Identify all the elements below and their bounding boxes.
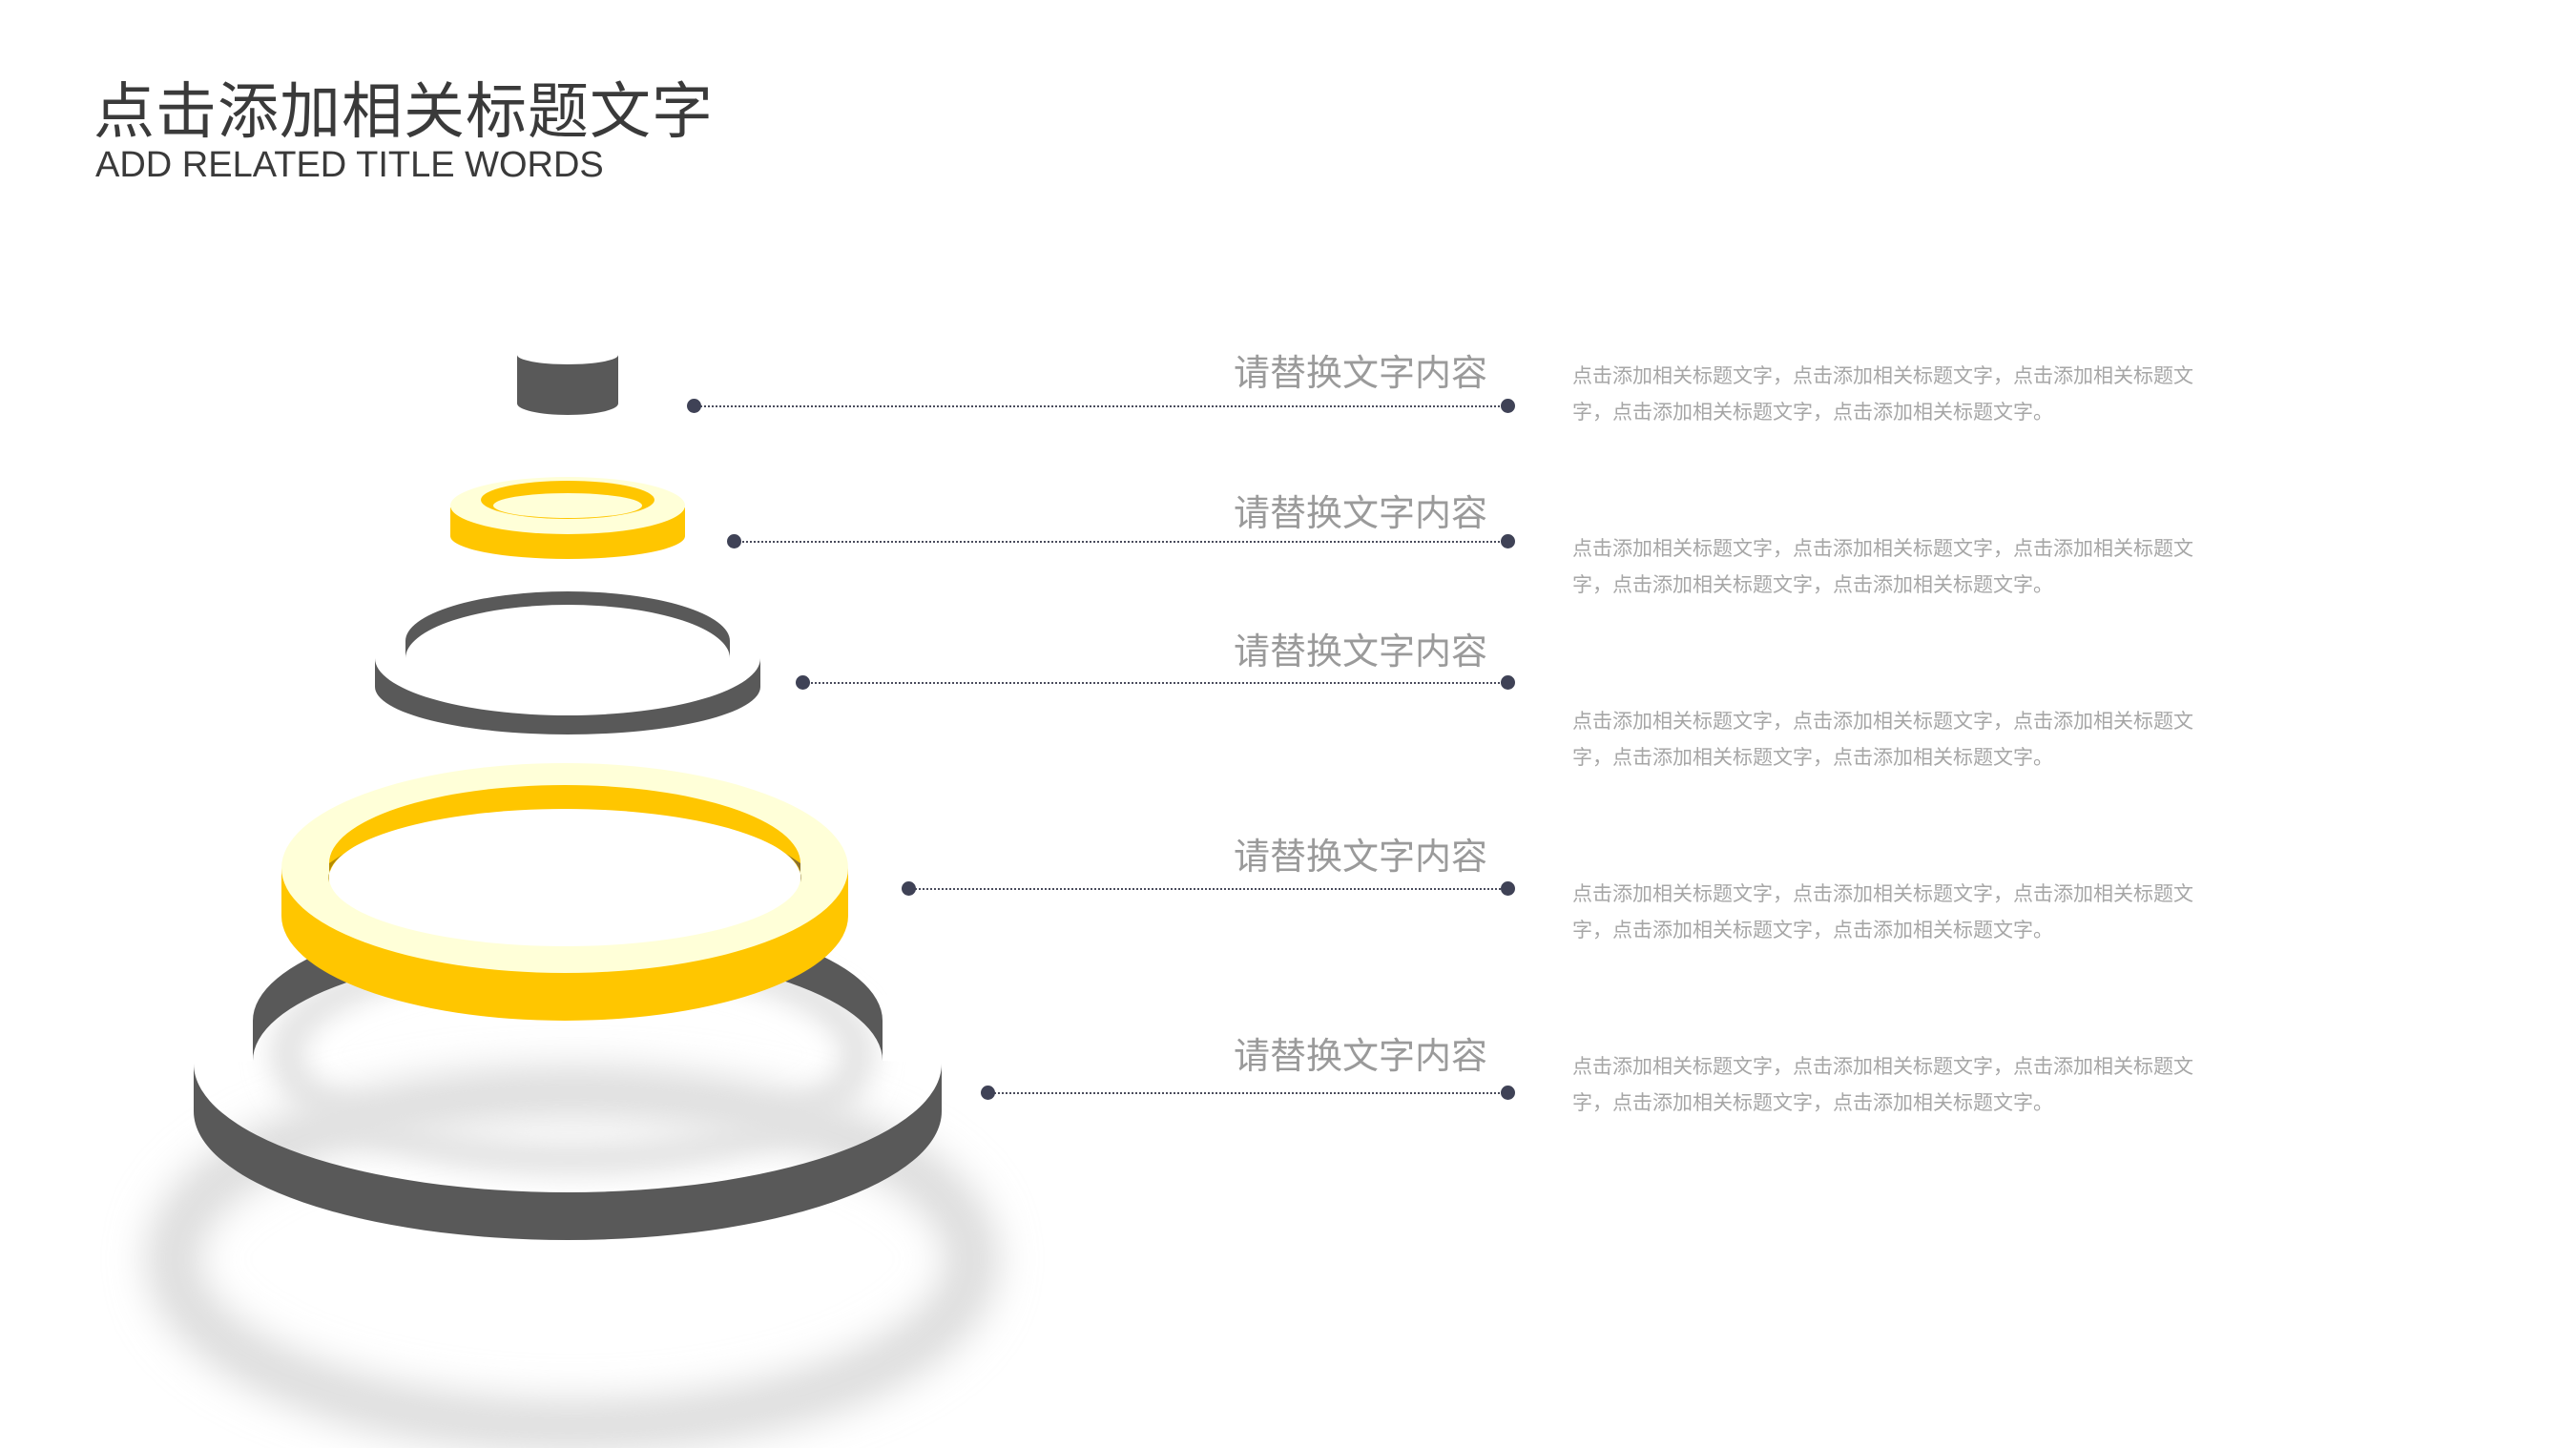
connector-dot-start — [981, 1086, 995, 1100]
connector-dot-end — [1501, 881, 1515, 896]
connector-dot-end — [1501, 534, 1515, 548]
connector-dot-start — [902, 881, 916, 896]
connector-line — [802, 682, 1507, 684]
connector-line — [908, 888, 1507, 890]
connector-line — [987, 1092, 1507, 1094]
row-description[interactable]: 点击添加相关标题文字，点击添加相关标题文字，点击添加相关标题文字，点击添加相关标… — [1572, 710, 2193, 769]
connector-dot-start — [727, 534, 741, 548]
connector-dot-start — [796, 675, 810, 690]
ring-tier-3 — [375, 591, 760, 734]
row-label[interactable]: 请替换文字内容 — [1233, 492, 1487, 534]
row-label[interactable]: 请替换文字内容 — [1233, 1035, 1487, 1077]
page-title: 点击添加相关标题文字 — [93, 77, 714, 148]
connector-dot-end — [1501, 1086, 1515, 1100]
connector-dot-end — [1501, 399, 1515, 413]
cylinder-tier-1 — [517, 355, 618, 415]
connector-line — [734, 541, 1507, 543]
ring-tier-4 — [281, 763, 848, 1021]
connector-line — [694, 405, 1507, 407]
connector-dot-end — [1501, 675, 1515, 690]
row-description[interactable]: 点击添加相关标题文字，点击添加相关标题文字，点击添加相关标题文字，点击添加相关标… — [1572, 882, 2193, 941]
row-description[interactable]: 点击添加相关标题文字，点击添加相关标题文字，点击添加相关标题文字，点击添加相关标… — [1572, 1055, 2193, 1114]
connector-dot-start — [687, 399, 701, 413]
row-label[interactable]: 请替换文字内容 — [1233, 631, 1487, 672]
row-label[interactable]: 请替换文字内容 — [1233, 352, 1487, 394]
ring-tier-2 — [450, 477, 685, 559]
row-description[interactable]: 点击添加相关标题文字，点击添加相关标题文字，点击添加相关标题文字，点击添加相关标… — [1572, 537, 2193, 596]
row-description[interactable]: 点击添加相关标题文字，点击添加相关标题文字，点击添加相关标题文字，点击添加相关标… — [1572, 364, 2193, 424]
row-label[interactable]: 请替换文字内容 — [1233, 836, 1487, 878]
page-subtitle: ADD RELATED TITLE WORDS — [95, 145, 604, 185]
